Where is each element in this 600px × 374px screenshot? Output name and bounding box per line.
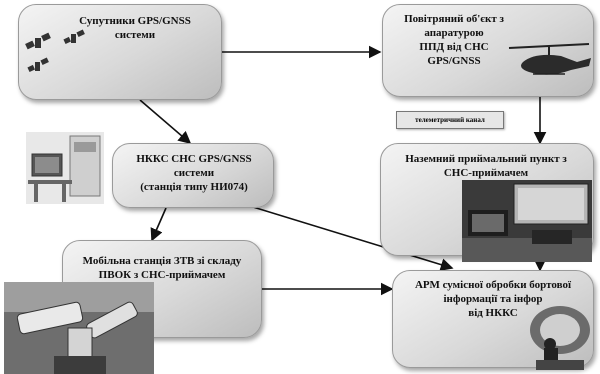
operator-workstation-photo (530, 306, 590, 370)
ground-station-label: Наземний приймальний пункт з СНС-приймач… (405, 153, 567, 179)
satellite-icons (25, 29, 85, 72)
air-object-label: Повітряний об'єкт з апаратурою ППД від С… (404, 13, 504, 67)
telemetry-channel-label: телеметричний канал (396, 111, 504, 129)
arm-label: АРМ сумісної обробки бортової інформації… (414, 279, 572, 319)
telescope-photo (4, 282, 154, 374)
ground-station-photo (462, 180, 592, 262)
air-object-node (382, 4, 594, 97)
mobile-station-label: Мобільна станція ЗТВ зі складу ПВОК з СН… (82, 255, 242, 281)
nkks-node (112, 143, 274, 208)
workstation-photo (26, 132, 104, 204)
helicopter-icon (508, 43, 591, 75)
satellites-node (18, 4, 222, 100)
satellites-label: Супутники GPS/GNSS системи (79, 15, 191, 41)
nkks-label: НККС СНС GPS/GNSS системи (станція типу … (136, 153, 252, 193)
arrow-satellites-to-nkks (139, 99, 192, 145)
arrow-nkks-to-arm (239, 202, 454, 271)
arrow-nkks-to-mobile-station (150, 207, 167, 242)
